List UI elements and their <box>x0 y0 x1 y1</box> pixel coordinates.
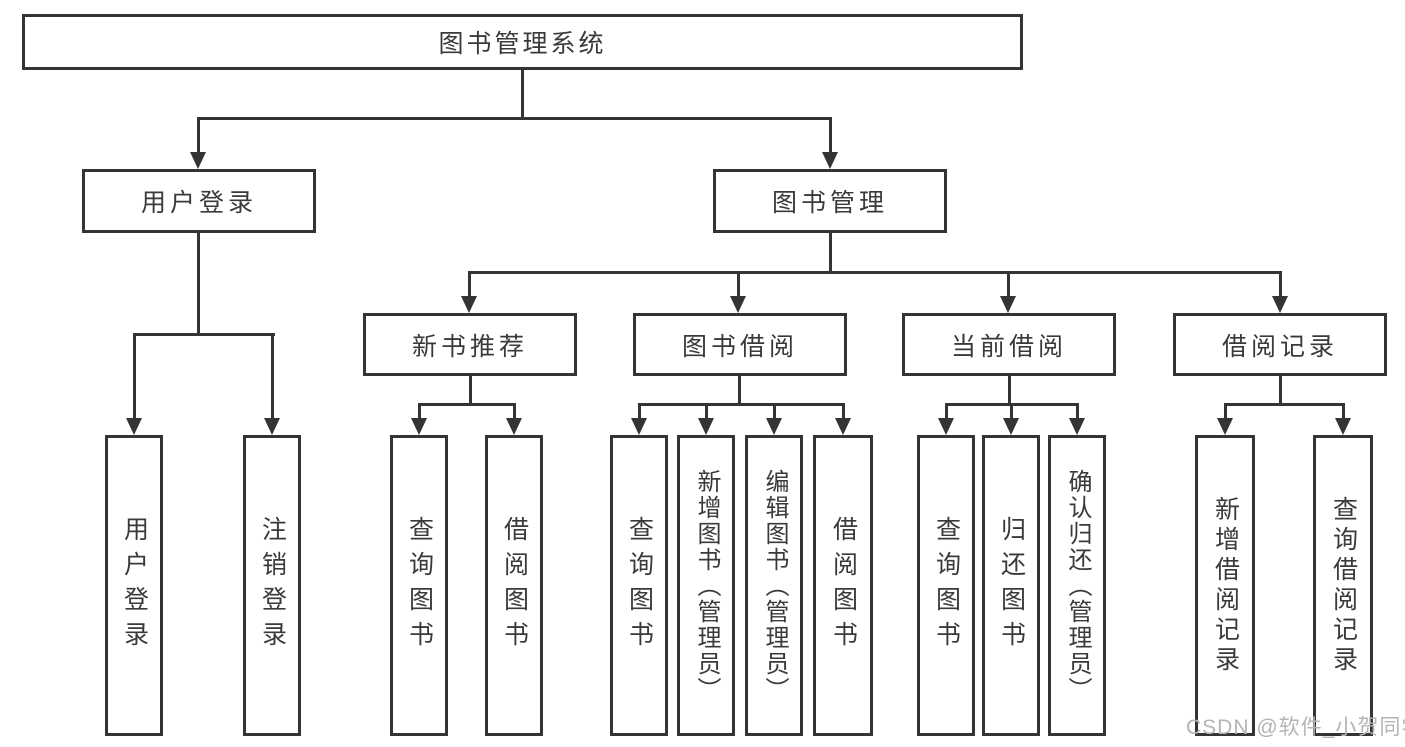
connector-line <box>1010 403 1013 420</box>
connector-line <box>418 403 516 406</box>
connector-line <box>1342 403 1345 420</box>
connector-line <box>829 117 832 153</box>
connector-line <box>197 233 200 336</box>
arrowhead-icon <box>461 296 477 313</box>
arrowhead-icon <box>1003 418 1019 435</box>
connector-line <box>469 376 472 406</box>
connector-line <box>197 117 832 120</box>
node-book-borrowing: 图书借阅 <box>633 313 847 376</box>
connector-line <box>945 403 948 420</box>
connector-line <box>468 271 471 297</box>
connector-line <box>638 403 641 420</box>
leaf-query-book-borrowing: 查询图书 <box>610 435 668 736</box>
connector-line <box>133 333 275 336</box>
leaf-query-book-newbook: 查询图书 <box>390 435 448 736</box>
arrowhead-icon <box>190 152 206 169</box>
node-current-borrowing: 当前借阅 <box>902 313 1116 376</box>
leaf-query-book-current: 查询图书 <box>917 435 975 736</box>
leaf-confirm-return-admin: 确认归还（管理员） <box>1048 435 1106 736</box>
connector-line <box>1279 271 1282 297</box>
arrowhead-icon <box>938 418 954 435</box>
connector-line <box>271 333 274 420</box>
arrowhead-icon <box>835 418 851 435</box>
leaf-logout-login: 注销登录 <box>243 435 301 736</box>
connector-line <box>1007 271 1010 297</box>
arrowhead-icon <box>822 152 838 169</box>
arrowhead-icon <box>506 418 522 435</box>
arrowhead-icon <box>766 418 782 435</box>
arrowhead-icon <box>264 418 280 435</box>
arrowhead-icon <box>631 418 647 435</box>
leaf-user-login: 用户登录 <box>105 435 163 736</box>
connector-line <box>1008 376 1011 406</box>
node-borrowing-records: 借阅记录 <box>1173 313 1387 376</box>
node-user-login: 用户登录 <box>82 169 316 233</box>
connector-line <box>842 403 845 420</box>
connector-line <box>513 403 516 420</box>
connector-line <box>521 70 524 117</box>
arrowhead-icon <box>1069 418 1085 435</box>
arrowhead-icon <box>1335 418 1351 435</box>
connector-line <box>1224 403 1345 406</box>
arrowhead-icon <box>1217 418 1233 435</box>
arrowhead-icon <box>1000 296 1016 313</box>
leaf-add-book-admin: 新增图书（管理员） <box>677 435 735 736</box>
leaf-add-borrow-record: 新增借阅记录 <box>1195 435 1255 736</box>
leaf-edit-book-admin: 编辑图书（管理员） <box>745 435 803 736</box>
arrowhead-icon <box>1272 296 1288 313</box>
connector-line <box>1224 403 1227 420</box>
connector-line <box>829 233 832 274</box>
arrowhead-icon <box>730 296 746 313</box>
connector-line <box>738 376 741 406</box>
node-book-management: 图书管理 <box>713 169 947 233</box>
connector-line <box>737 271 740 297</box>
csdn-watermark: CSDN @软件_小贺同学 <box>1186 716 1405 739</box>
leaf-query-borrow-record: 查询借阅记录 <box>1313 435 1373 736</box>
arrowhead-icon <box>126 418 142 435</box>
connector-line <box>197 117 200 153</box>
connector-line <box>638 403 845 406</box>
arrowhead-icon <box>698 418 714 435</box>
leaf-return-book: 归还图书 <box>982 435 1040 736</box>
leaf-borrow-book: 借阅图书 <box>813 435 873 736</box>
connector-line <box>133 333 136 420</box>
connector-line <box>773 403 776 420</box>
connector-line <box>468 271 1282 274</box>
connector-line <box>705 403 708 420</box>
leaf-borrow-book-newbook: 借阅图书 <box>485 435 543 736</box>
connector-line <box>1279 376 1282 406</box>
node-new-book-recommendation: 新书推荐 <box>363 313 577 376</box>
connector-line <box>1076 403 1079 420</box>
node-library-management-system: 图书管理系统 <box>22 14 1023 70</box>
arrowhead-icon <box>411 418 427 435</box>
connector-line <box>418 403 421 420</box>
